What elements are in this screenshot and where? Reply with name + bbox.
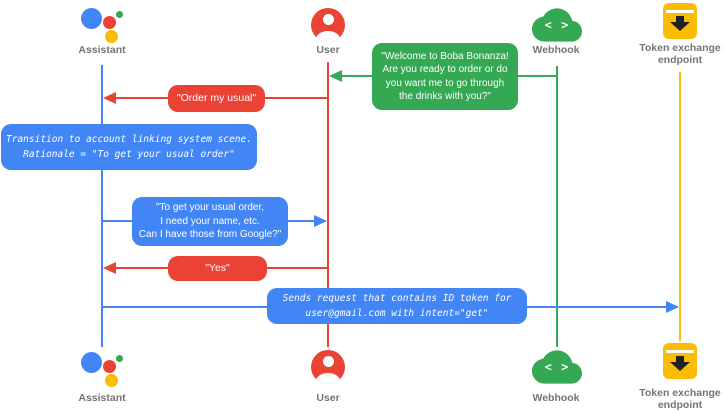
cloud-shape <box>532 350 582 384</box>
token-endpoint-label-top: Token exchange endpoint <box>639 42 721 66</box>
order-my-usual-bubble: "Order my usual" <box>168 85 265 112</box>
assistant-blue-dot <box>81 352 102 373</box>
user-body-shape <box>316 373 340 384</box>
assistant-blue-dot <box>81 8 102 29</box>
assistant-red-dot <box>103 360 116 373</box>
token-arrow-stem <box>676 356 684 363</box>
user-head-shape <box>322 356 334 367</box>
token-slot-shape <box>666 10 694 13</box>
google-assistant-icon-bottom <box>79 350 125 388</box>
webhook-label-top: Webhook <box>532 44 580 56</box>
token-slot-shape <box>666 350 694 353</box>
token-arrow-head <box>670 22 690 31</box>
code-brackets-icon: < > <box>544 18 570 32</box>
order-my-usual-arrowhead-left <box>103 92 116 104</box>
assistant-green-dot <box>116 11 123 18</box>
token-endpoint-icon <box>663 3 697 39</box>
assistant-green-dot <box>116 355 123 362</box>
lifeline-user <box>327 62 329 347</box>
google-assistant-icon <box>79 6 125 44</box>
lifeline-webhook <box>556 66 558 347</box>
user-head-shape <box>322 14 334 25</box>
assistant-yellow-dot <box>105 30 118 43</box>
welcome-message-bubble: "Welcome to Boba Bonanza! Are you ready … <box>372 43 518 110</box>
token-arrow-head <box>670 362 690 371</box>
lifeline-assistant <box>101 65 103 347</box>
user-label-bottom: User <box>316 392 340 404</box>
webhook-cloud-icon-bottom <box>532 342 582 392</box>
user-icon-bottom <box>311 350 345 384</box>
token-request-bubble: Sends request that contains ID token for… <box>267 288 527 324</box>
webhook-cloud-icon <box>532 0 582 50</box>
user-body-shape <box>316 31 340 42</box>
token-endpoint-icon-bottom <box>663 343 697 379</box>
user-label-top: User <box>316 44 340 56</box>
code-brackets-icon: < > <box>544 360 570 374</box>
token-endpoint-label-bottom: Token exchange endpoint <box>639 387 721 411</box>
cloud-shape <box>532 8 582 42</box>
token-request-arrowhead-right <box>666 301 679 313</box>
transition-note-box: Transition to account linking system sce… <box>1 124 257 170</box>
assistant-label-top: Assistant <box>78 44 126 56</box>
yes-arrowhead-left <box>103 262 116 274</box>
assistant-label-bottom: Assistant <box>78 392 126 404</box>
ask-details-bubble: "To get your usual order, I need your na… <box>132 197 288 246</box>
webhook-label-bottom: Webhook <box>532 392 580 404</box>
lifeline-token-endpoint <box>679 72 681 341</box>
user-icon <box>311 8 345 42</box>
ask-details-arrowhead-right <box>314 215 327 227</box>
yes-bubble: "Yes" <box>168 256 267 281</box>
assistant-yellow-dot <box>105 374 118 387</box>
assistant-red-dot <box>103 16 116 29</box>
welcome-arrowhead-left <box>329 70 342 82</box>
token-arrow-stem <box>676 16 684 23</box>
